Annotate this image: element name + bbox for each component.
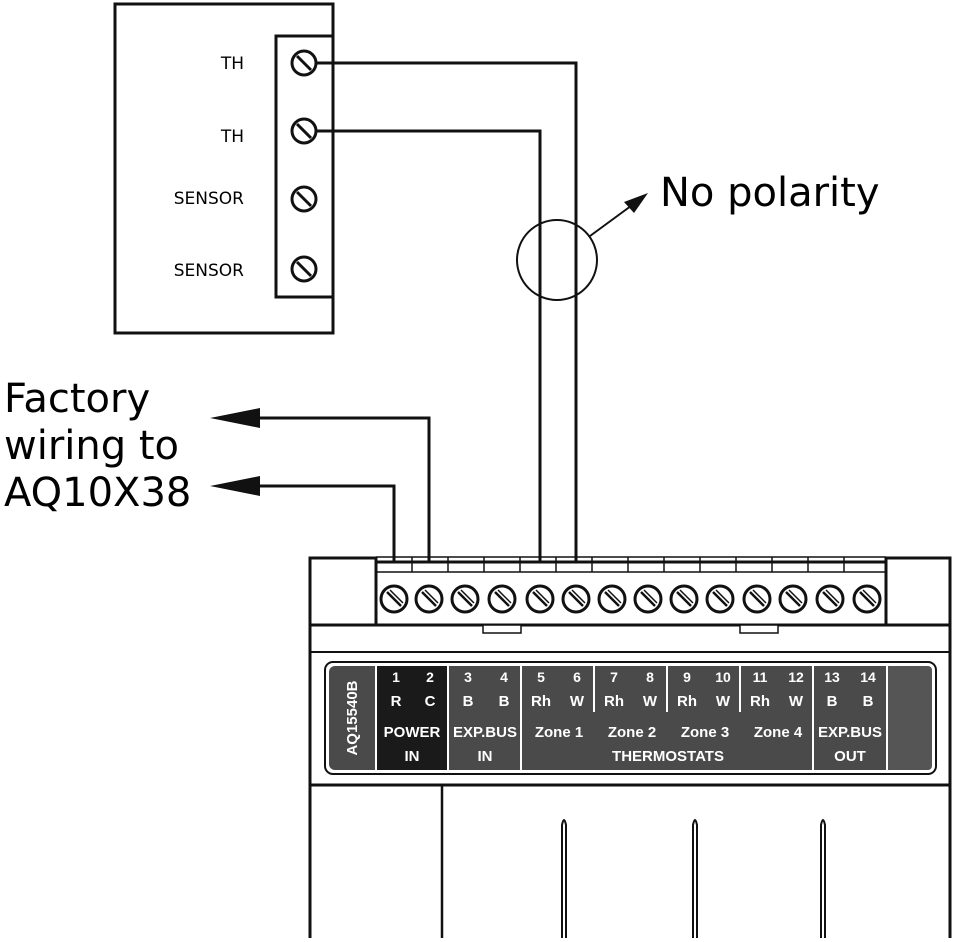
no-polarity-arrowhead xyxy=(624,193,648,213)
terminal-letter-3: B xyxy=(463,693,474,710)
terminal-number-8: 8 xyxy=(646,669,654,685)
terminal-number-4: 4 xyxy=(500,669,508,685)
terminal-label-sensor-1: SENSOR xyxy=(174,189,244,209)
terminal-numbers: 1 2 3 4 5 6 7 8 9 10 11 12 13 14 xyxy=(392,669,876,685)
terminal-number-12: 12 xyxy=(788,669,804,685)
terminal-letter-11: Rh xyxy=(750,693,770,710)
terminal-screw-1 xyxy=(379,584,409,614)
group-names: POWER IN EXP.BUS IN Zone 1 Zone 2 Zone 3… xyxy=(384,724,882,765)
terminal-letter-1: R xyxy=(391,693,402,710)
power-in-label-line1: POWER xyxy=(384,724,441,741)
terminal-letter-5: Rh xyxy=(531,693,551,710)
power-in-section xyxy=(376,666,448,770)
zone-2-label: Zone 2 xyxy=(608,724,656,741)
terminal-number-1: 1 xyxy=(392,669,400,685)
thermostat-terminal-strip xyxy=(274,34,335,299)
label-panel xyxy=(329,666,932,770)
label-panel-end xyxy=(887,666,932,770)
terminal-label-sensor-2: SENSOR xyxy=(174,261,244,281)
terminal-screw-8 xyxy=(633,584,663,614)
thermostat-wires xyxy=(316,61,578,588)
terminal-screw-2 xyxy=(414,584,444,614)
terminal-screw-10 xyxy=(705,584,735,614)
terminal-letter-14: B xyxy=(863,693,874,710)
terminal-letter-10: W xyxy=(716,693,731,710)
thermostat-screw-sensor-1 xyxy=(290,185,318,213)
terminal-number-3: 3 xyxy=(464,669,472,685)
terminal-screw-7 xyxy=(597,584,627,614)
housing-vents xyxy=(561,819,826,938)
terminal-screw-12 xyxy=(778,584,808,614)
terminal-letter-2: C xyxy=(425,693,436,710)
terminal-letter-8: W xyxy=(643,693,658,710)
terminal-number-10: 10 xyxy=(715,669,731,685)
zone-4-label: Zone 4 xyxy=(754,724,803,741)
terminal-screw-14 xyxy=(852,584,882,614)
thermostat-screw-sensor-2 xyxy=(290,255,318,283)
terminal-number-11: 11 xyxy=(753,669,768,685)
terminal-number-6: 6 xyxy=(573,669,581,685)
terminal-screw-4 xyxy=(487,584,517,614)
terminal-number-7: 7 xyxy=(610,669,618,685)
factory-wire-c xyxy=(255,416,431,588)
thermostats-label: THERMOSTATS xyxy=(612,748,724,765)
terminal-screw-5 xyxy=(525,584,555,614)
wire-th2-to-terminal-5 xyxy=(316,129,542,588)
zone-1-label: Zone 1 xyxy=(535,724,583,741)
thermostat-screw-th-1 xyxy=(290,49,318,77)
zone-control-module: AQ15540B 1 2 3 4 5 6 7 8 9 10 11 12 13 1… xyxy=(308,556,952,938)
factory-wiring-label-line3: AQ10X38 xyxy=(4,470,191,516)
terminal-letter-7: Rh xyxy=(604,693,624,710)
power-in-label-line2: IN xyxy=(405,748,420,765)
thermostat-screw-th-2 xyxy=(290,117,318,145)
thermostat-unit: TH TH SENSOR SENSOR xyxy=(113,2,335,335)
no-polarity-circle xyxy=(516,219,598,301)
factory-arrowhead-upper xyxy=(210,408,260,428)
terminal-screw-6 xyxy=(561,584,591,614)
terminal-number-5: 5 xyxy=(537,669,545,685)
factory-wires xyxy=(255,416,431,588)
module-model-label: AQ15540B xyxy=(344,680,361,755)
exp-bus-in-label-line1: EXP.BUS xyxy=(453,724,517,741)
terminal-letter-9: Rh xyxy=(677,693,697,710)
terminal-screw-11 xyxy=(742,584,772,614)
no-polarity-arrow-line xyxy=(589,202,636,237)
factory-arrowhead-lower xyxy=(210,476,260,496)
terminal-letter-4: B xyxy=(499,693,510,710)
no-polarity-label: No polarity xyxy=(660,170,880,216)
terminal-letter-6: W xyxy=(570,693,585,710)
factory-wiring-label-line1: Factory xyxy=(4,376,150,422)
terminal-number-13: 13 xyxy=(824,669,840,685)
zone-3-label: Zone 3 xyxy=(681,724,729,741)
terminal-screw-3 xyxy=(450,584,480,614)
factory-wire-r xyxy=(255,484,396,588)
terminal-screw-9 xyxy=(669,584,699,614)
terminal-number-9: 9 xyxy=(683,669,691,685)
terminal-screw-13 xyxy=(815,584,845,614)
exp-bus-out-label-line2: OUT xyxy=(834,748,866,765)
wire-th1-to-terminal-6 xyxy=(316,61,578,588)
terminal-letter-12: W xyxy=(789,693,804,710)
terminal-label-th-1: TH xyxy=(220,54,244,74)
terminal-letter-13: B xyxy=(827,693,838,710)
exp-bus-out-label-line1: EXP.BUS xyxy=(818,724,882,741)
terminal-dividers xyxy=(376,556,886,572)
exp-bus-in-label-line2: IN xyxy=(478,748,493,765)
terminal-label-th-2: TH xyxy=(220,127,244,147)
factory-wiring-label-line2: wiring to xyxy=(4,423,179,469)
terminal-letters: R C B B Rh W Rh W Rh W Rh W B B xyxy=(391,693,874,710)
label-panel-separators xyxy=(375,666,888,770)
terminal-number-14: 14 xyxy=(860,669,876,685)
terminal-number-2: 2 xyxy=(426,669,434,685)
